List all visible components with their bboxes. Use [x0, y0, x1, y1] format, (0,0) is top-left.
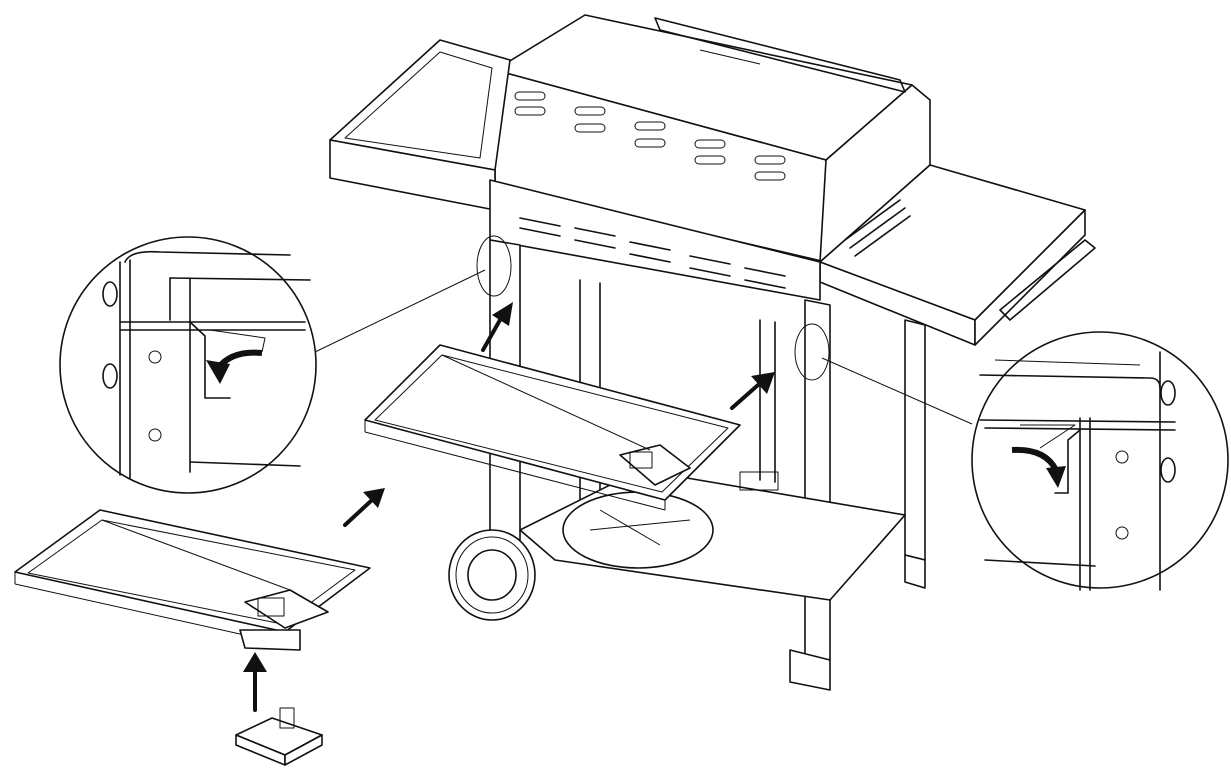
left-detail-callout [59, 235, 512, 494]
shelf-vents [844, 199, 911, 257]
right-detail-content [979, 351, 1176, 591]
left-side-shelf [329, 39, 511, 211]
right-side-shelf [819, 164, 1096, 346]
arrow-diagonal-icon [481, 302, 513, 352]
grease-tray-loose [14, 509, 371, 651]
hood-vents [514, 91, 786, 181]
arrow-diagonal-icon [343, 488, 385, 527]
grease-tray-installed [364, 344, 741, 511]
arrow-up-icon [243, 652, 267, 712]
curved-arrow-icon [1011, 446, 1066, 488]
shelf-handle [999, 239, 1096, 321]
grill-hood [494, 14, 931, 263]
arrow-diagonal-icon [730, 372, 775, 410]
frame-bracket [739, 471, 779, 491]
left-detail-content [102, 250, 311, 479]
right-detail-callout [794, 323, 1229, 591]
panel-vents [519, 217, 786, 289]
control-panel [489, 179, 821, 301]
curved-arrow-icon [206, 349, 263, 384]
wheel [448, 529, 536, 621]
grease-cup [235, 707, 323, 766]
assembly-arrows [243, 302, 775, 712]
